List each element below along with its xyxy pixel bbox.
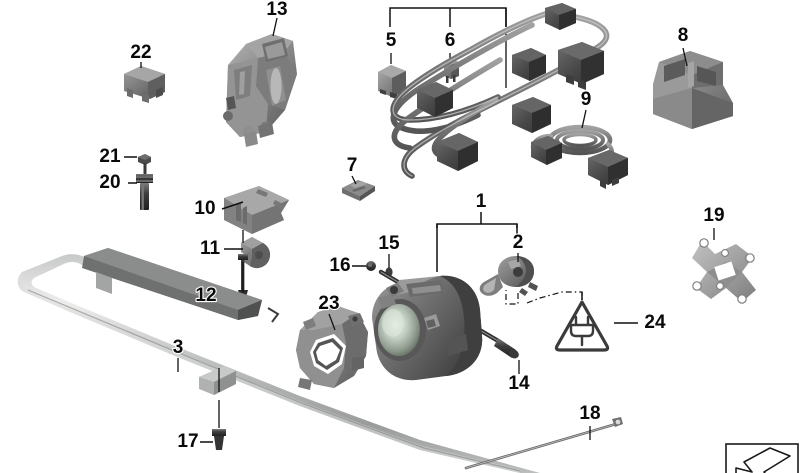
part-11-hook-bracket[interactable] [241,237,271,269]
callout-6[interactable]: 6 [444,29,457,52]
harness-connector-lower-right[interactable] [512,48,546,81]
callout-5[interactable]: 5 [385,29,398,52]
callout-9[interactable]: 9 [580,88,593,111]
leader-9 [581,109,587,129]
callout-12[interactable]: 12 [194,284,217,307]
part-4-wiring-harness[interactable] [390,9,610,179]
callout-numbers-layer: 1 2 3 5 6 7 8 9 10 11 12 13 14 15 16 17 … [98,0,725,453]
callout-19[interactable]: 19 [702,204,725,227]
callout-23[interactable]: 23 [317,292,340,315]
callout-14[interactable]: 14 [507,372,531,395]
harness-connector-mid[interactable] [558,42,604,90]
callout-18[interactable]: 18 [578,402,601,425]
direction-arrow-box [725,443,799,473]
part-21-cap-nut[interactable] [138,154,151,165]
part-7-small-bracket-plate[interactable] [342,180,375,201]
callout-8[interactable]: 8 [677,24,690,47]
harness-connector-top[interactable] [545,3,576,30]
part-13-control-module-housing[interactable] [223,34,297,147]
bracket-1-group [436,212,518,272]
part-9-connector-right[interactable] [588,150,628,189]
leader-23 [328,313,336,331]
plug-icon [569,315,595,347]
leader-8 [682,47,688,67]
part-2-bulb[interactable] [479,256,538,296]
callout-2[interactable]: 2 [512,231,525,254]
callout-10[interactable]: 10 [193,197,216,220]
callout-24[interactable]: 24 [643,311,667,334]
part-8-relay-holder[interactable] [653,51,733,129]
callout-16[interactable]: 16 [328,254,351,277]
callout-1[interactable]: 1 [475,190,488,213]
part-1-fog-light-assembly[interactable] [372,275,483,381]
leader-10 [221,201,244,210]
bracket-5-6-group [389,7,507,27]
callout-15[interactable]: 15 [377,232,401,255]
leader-13 [272,17,278,37]
part-16-nut[interactable] [366,261,376,271]
callout-13[interactable]: 13 [265,0,288,21]
callout-3[interactable]: 3 [172,336,185,359]
part-22-cover-cap[interactable] [124,66,165,103]
leader-7 [351,175,357,185]
harness-connector-middle-left[interactable] [512,97,551,133]
leader-2-to-warning-right [526,291,583,304]
part-18-cable-tie[interactable] [464,417,623,470]
harness-connector-left[interactable] [437,133,478,171]
part-3-stabilizer-bar[interactable] [17,248,540,473]
part-20-sensor-bolt[interactable] [136,163,153,210]
part-19-x-bracket[interactable] [692,238,756,304]
callout-11[interactable]: 11 [199,237,222,260]
callout-21[interactable]: 21 [98,145,122,168]
part-23-headlight-mount-frame[interactable] [296,306,368,390]
callout-17[interactable]: 17 [176,430,199,453]
callout-20[interactable]: 20 [98,171,121,194]
part-10-mounting-plate[interactable] [224,186,289,234]
leader-2-to-warning-left [505,290,519,305]
callout-7[interactable]: 7 [346,154,359,177]
part-17-screw[interactable] [212,429,226,450]
part-9-connector-left[interactable] [531,136,562,165]
part-24-electrical-warning-symbol [554,300,610,352]
callout-22[interactable]: 22 [129,41,152,64]
harness-connector-farleft[interactable] [417,82,453,117]
